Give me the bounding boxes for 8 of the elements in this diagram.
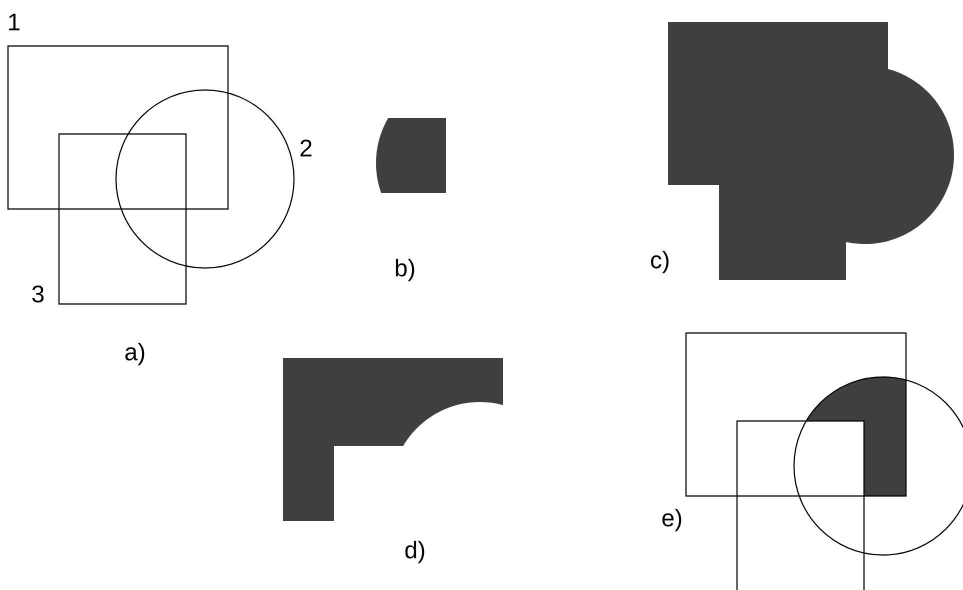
panel-label: c) [651, 250, 669, 274]
panel-label: a) [125, 342, 144, 366]
panel-label: d) [405, 540, 424, 564]
panel-label: e) [662, 508, 682, 532]
panel-label: b) [396, 258, 414, 282]
part-number: 1 [9, 14, 20, 30]
part-number: 3 [32, 286, 44, 302]
part-number: 2 [300, 140, 312, 156]
